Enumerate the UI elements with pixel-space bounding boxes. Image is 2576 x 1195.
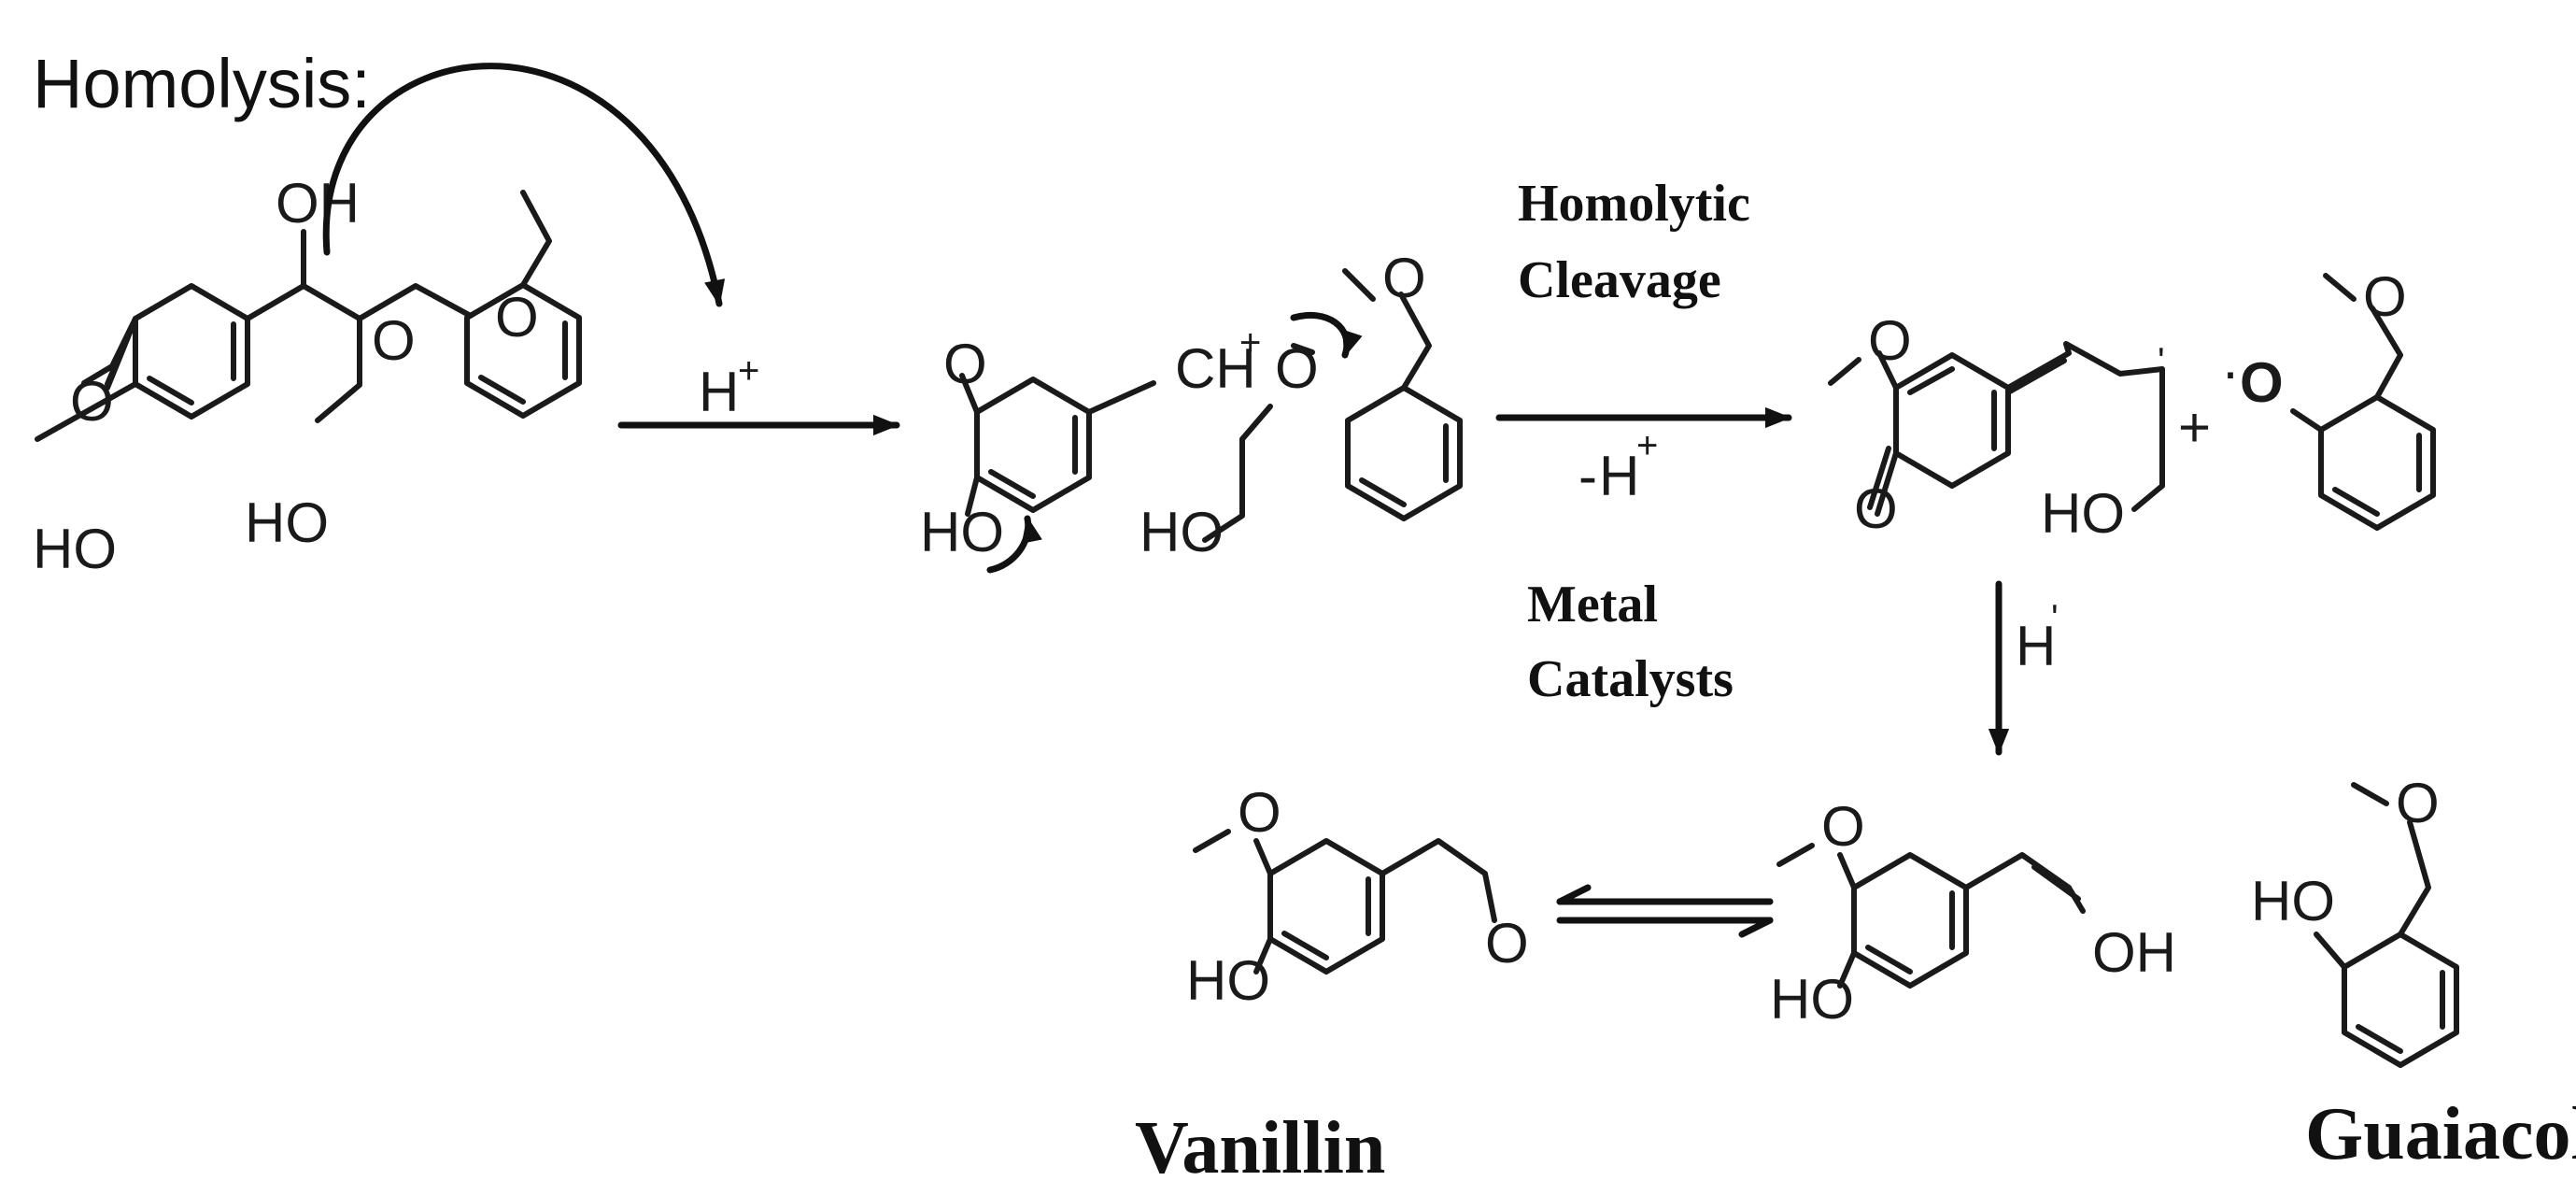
vanillin-ho-label: HO (1186, 949, 1270, 1012)
molecule1-methoxy-o-label: O (70, 370, 114, 433)
scheme-title: Homolysis: (33, 45, 371, 122)
molecule1-ho-label: HO (245, 491, 329, 554)
carbocation-intermediate-structure: O HO CH + O HO O (920, 247, 1463, 574)
molecule1-ether-o-label: O (372, 309, 416, 372)
enol-oh-label: OH (2092, 921, 2176, 984)
equilibrium-arrows (1556, 884, 1774, 938)
intermediate-methoxy-o: O (943, 333, 987, 395)
guaiacol-ho-label: HO (2251, 870, 2335, 932)
molecule1-ring-b-methoxy-o: O (495, 286, 539, 349)
quinone-methide-structure: O O HO ' (1828, 309, 2165, 545)
intermediate-ring-methoxy-o: O (1382, 247, 1426, 309)
curved-arrow-electron-shift (1290, 311, 1363, 359)
condition-deprotonation: - H + (1578, 425, 1658, 507)
radical-methoxy-o: O (2363, 265, 2407, 328)
quinone-radical-dot: ' (2158, 341, 2165, 382)
intermediate-ho2-label: HO (1139, 501, 1224, 563)
condition-hydrogenation-sup: ' (2051, 598, 2059, 639)
condition-protonation: H + (699, 350, 759, 423)
condition-deprotonation-prefix: - (1578, 445, 1597, 507)
vanillin-methoxy-o: O (1238, 781, 1281, 844)
condition-deprotonation-atom: H (1599, 445, 1639, 507)
lignin-dimer-structure: OH HO O HO O O (33, 172, 582, 580)
vanillin-aldehyde-o: O (1485, 912, 1529, 974)
condition-catalyst-line1: Metal (1527, 576, 1658, 633)
quinone-carbonyl-o: O (1854, 477, 1898, 540)
condition-hydrogenation-atom: H (2016, 615, 2056, 677)
molecule1-ring-a (133, 283, 250, 420)
quinone-ho-label: HO (2041, 482, 2125, 545)
condition-cleavage-line2: Cleavage (1518, 251, 1721, 309)
intermediate-ether-o: O (1275, 337, 1319, 400)
enol-ho-label: HO (1770, 968, 1854, 1031)
condition-cleavage-line1: Homolytic (1518, 175, 1750, 233)
intermediate-ho-label: HO (920, 501, 1004, 563)
curved-arrow-protonation (322, 63, 726, 307)
curved-arrow-oh (986, 515, 1042, 574)
quinone-methoxy-o: O (1868, 309, 1912, 372)
radical-dot: · (2221, 340, 2240, 403)
condition-catalyst-line2: Catalysts (1527, 650, 1734, 708)
molecule1-phenol-ho-label: HO (33, 518, 117, 580)
molecule1-oh-label: OH (276, 172, 360, 235)
radical-oxygen: O (2240, 351, 2284, 414)
plus-sign: + (2178, 396, 2211, 459)
condition-protonation-atom: H (699, 361, 739, 423)
condition-deprotonation-sup: + (1636, 425, 1658, 466)
enol-structure: O HO OH (1770, 795, 2176, 1031)
product-label-guaiacol: Guaiacol (2305, 1093, 2576, 1175)
vanillin-structure: O HO O (1186, 781, 1529, 1012)
intermediate-charge: + (1239, 322, 1261, 363)
intermediate-ch-label: CH (1175, 337, 1256, 400)
guaiacol-methoxy-o: O (2396, 772, 2440, 834)
condition-protonation-sup: + (738, 350, 759, 391)
product-label-vanillin: Vanillin (1135, 1107, 1385, 1189)
phenoxy-radical-structure: · O O (2221, 265, 2436, 531)
condition-hydrogenation: H ' (2016, 598, 2059, 677)
molecule1-ring-b (464, 190, 582, 419)
guaiacol-structure: O HO (2251, 772, 2459, 1068)
molecule1-methoxy-bond (35, 316, 138, 442)
enol-methoxy-o: O (1821, 795, 1865, 858)
